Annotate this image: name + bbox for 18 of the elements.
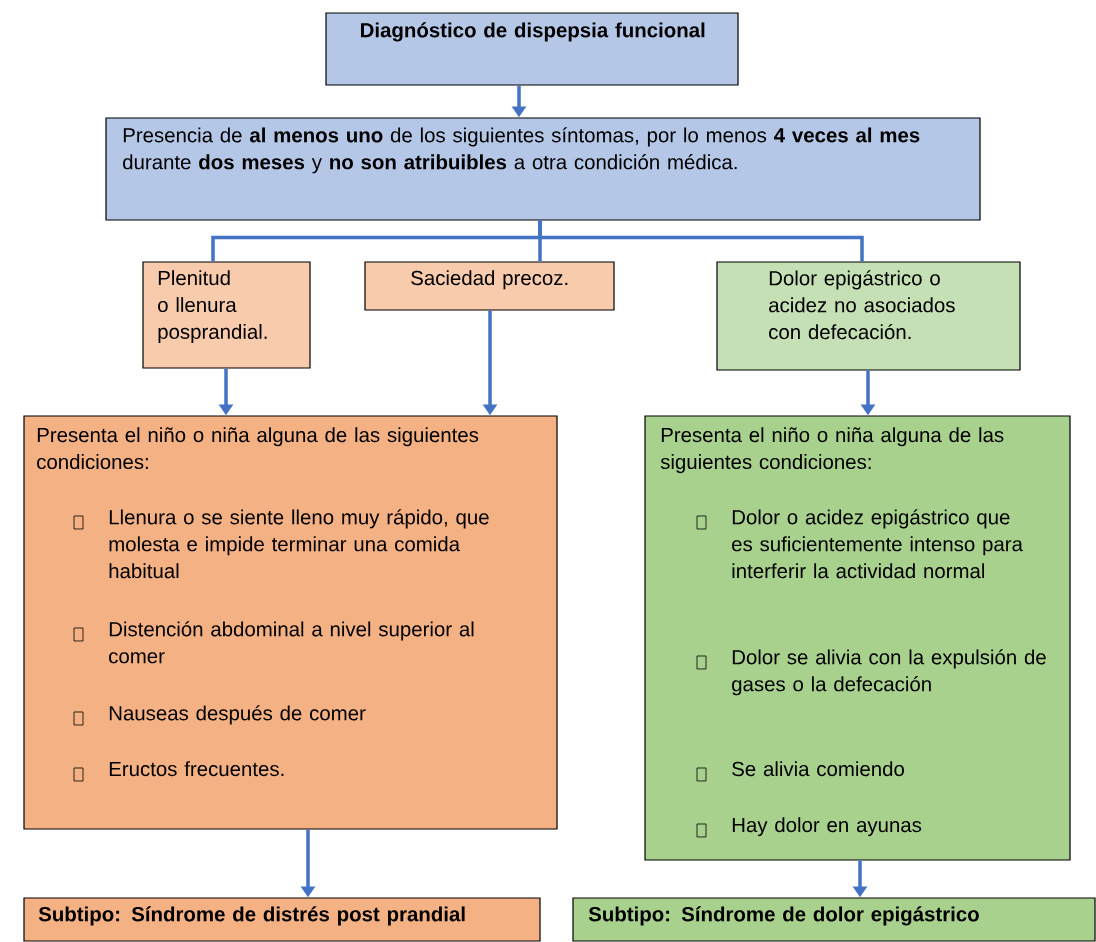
list-item-text: Dolor se alivia con la expulsión de gases o la defecación — [732, 649, 1046, 696]
list-item-text: Eructos frecuentes. — [109, 761, 284, 777]
list-item-text: Llenura o se siente lleno muy rápido, que molesta e impide terminar una comida habitual — [109, 509, 489, 579]
box-text: Saciedad precoz. — [411, 270, 568, 290]
list-item-text: Se alivia comiendo — [732, 761, 904, 777]
box-text: Dolor epigástrico o acidez no asociados con defecación. — [769, 270, 955, 340]
box-text: Diagnóstico de dispepsia funcional — [361, 22, 705, 42]
box-text: Subtipo: Síndrome de dolor epigástrico — [588, 906, 979, 926]
list-item-text: Distención abdominal a nivel superior al comer — [109, 621, 474, 664]
heading-text: Presenta el niño o niña alguna de las siguientes condiciones: — [37, 427, 479, 470]
heading-text: Presenta el niño o niña alguna de las siguientes condiciones: — [660, 427, 1004, 474]
list-item-text: Hay dolor en ayunas — [732, 817, 922, 837]
box-text: Presencia de al menos uno de los siguientes síntomas, por lo menos 4 veces al mes durante dos meses y no son atribuibles a otra condición médica. — [123, 127, 920, 174]
connector-line — [538, 220, 864, 262]
list-item-text: Dolor o acidez epigástrico que es suficientemente intenso para interferir la actividad normal — [732, 509, 1023, 579]
box-text: Plenitud o llenura posprandial. — [158, 270, 267, 344]
box-text: Subtipo: Síndrome de distrés post prandial — [38, 906, 465, 926]
list-item-text: Nauseas después de comer — [109, 705, 366, 725]
